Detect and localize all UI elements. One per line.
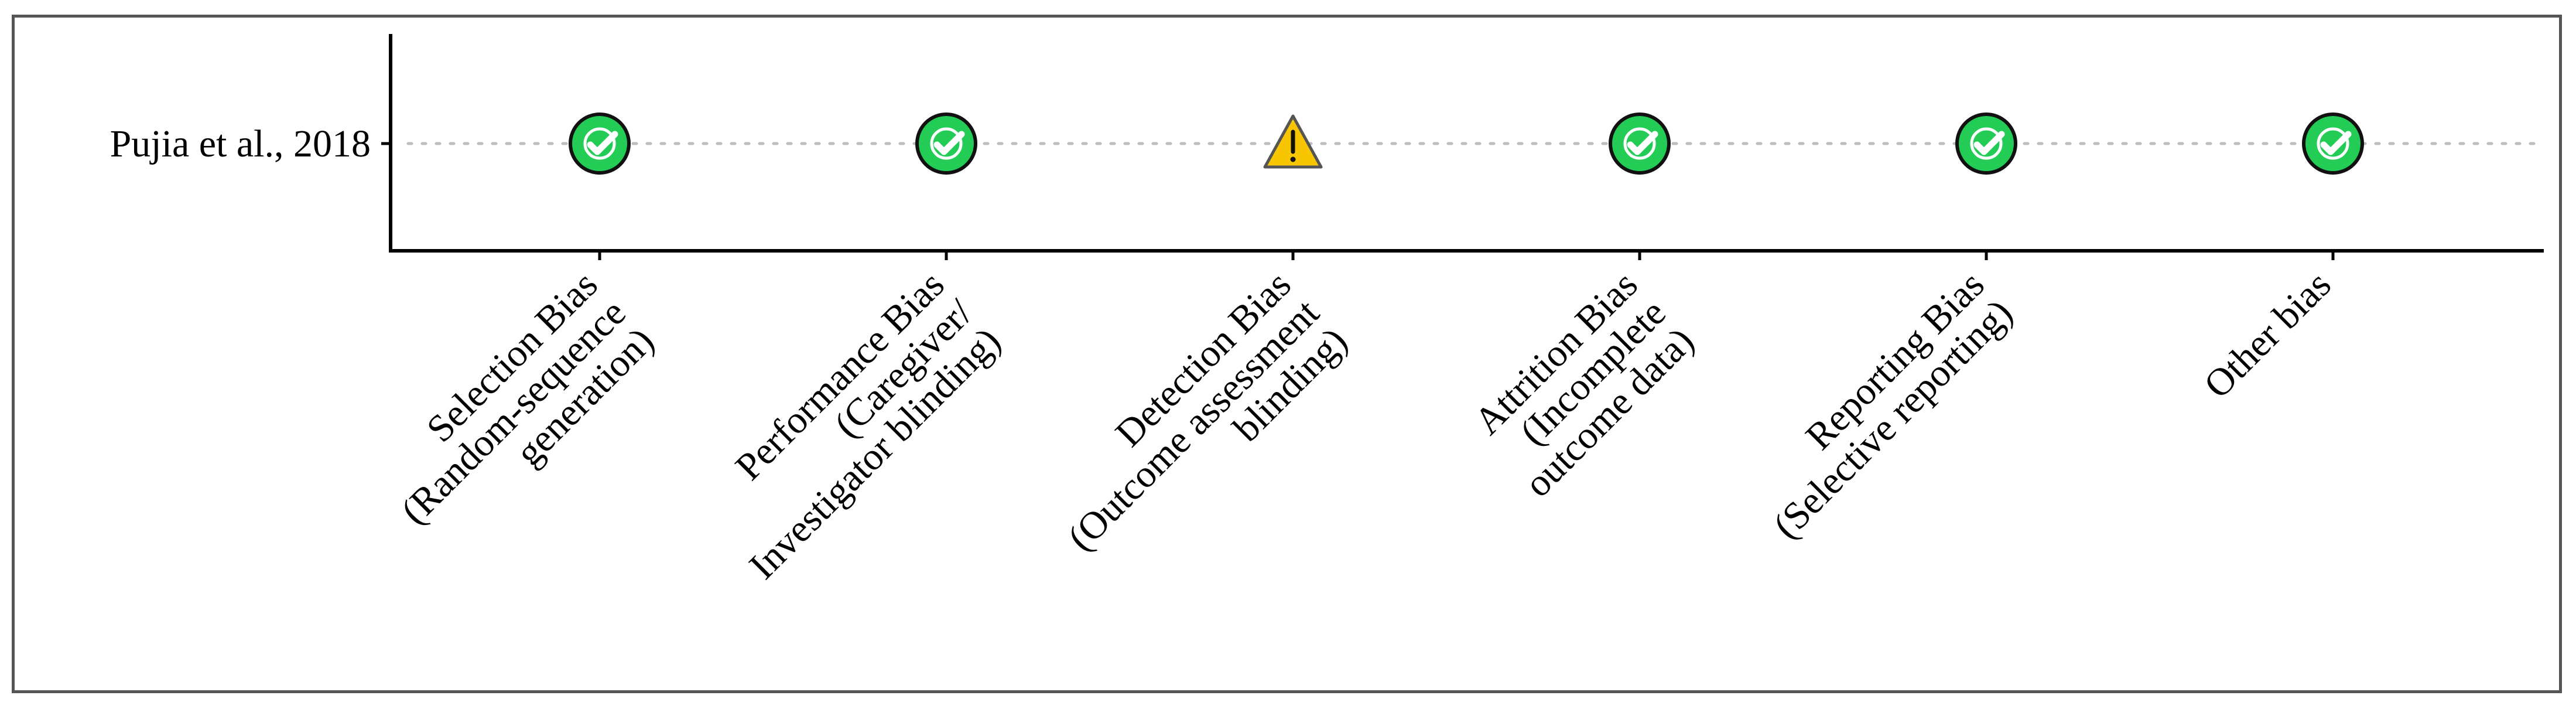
y-tick-label: Pujia et al., 2018 <box>110 122 371 165</box>
check-circle-ring <box>2317 127 2349 160</box>
check-circle-ring <box>1970 127 2003 160</box>
check-circle-icon <box>569 113 631 175</box>
x-tick-label: Detection Bias(Outcome assessmentblindin… <box>1059 263 1355 559</box>
x-tick-labels: Selection Bias(Random-sequencegeneration… <box>393 263 2339 587</box>
x-tick-label-line: (Outcome assessment <box>1059 291 1327 559</box>
x-tick-label: Other bias <box>2196 263 2339 407</box>
x-tick-label: Selection Bias(Random-sequencegeneration… <box>393 263 662 533</box>
check-circle-ring <box>583 127 616 160</box>
x-tick-label-line: (Selective reporting) <box>1765 291 2020 547</box>
check-circle-icon <box>2302 113 2364 175</box>
check-circle-fill <box>1609 113 1671 175</box>
checkmark-stroke <box>1627 131 1658 155</box>
x-tick-label: Performance Bias(Caregiver/Investigator … <box>727 263 1009 587</box>
check-circle-fill <box>915 113 977 175</box>
checkmark-stroke <box>933 131 965 155</box>
check-circle-icon <box>1955 113 2017 175</box>
check-circle-fill <box>1955 113 2017 175</box>
x-tick-label-line: Other bias <box>2196 263 2339 407</box>
check-circle-icon <box>915 113 977 175</box>
checkmark-stroke <box>1973 131 2005 155</box>
checkmark-stroke <box>2320 131 2352 155</box>
x-tick-label: Reporting Bias(Selective reporting) <box>1765 263 2020 547</box>
check-circle-fill <box>2302 113 2364 175</box>
check-circle-ring <box>1623 127 1656 160</box>
check-circle-icon <box>1609 113 1671 175</box>
check-circle-ring <box>930 127 963 160</box>
check-circle-fill <box>569 113 631 175</box>
warning-triangle-icon <box>1263 114 1323 169</box>
judgement-marks <box>569 113 2364 175</box>
tick-marks <box>381 142 2335 260</box>
y-tick-labels: Pujia et al., 2018 <box>110 122 371 165</box>
checkmark-stroke <box>587 131 618 155</box>
exclamation-dot <box>1290 156 1296 162</box>
